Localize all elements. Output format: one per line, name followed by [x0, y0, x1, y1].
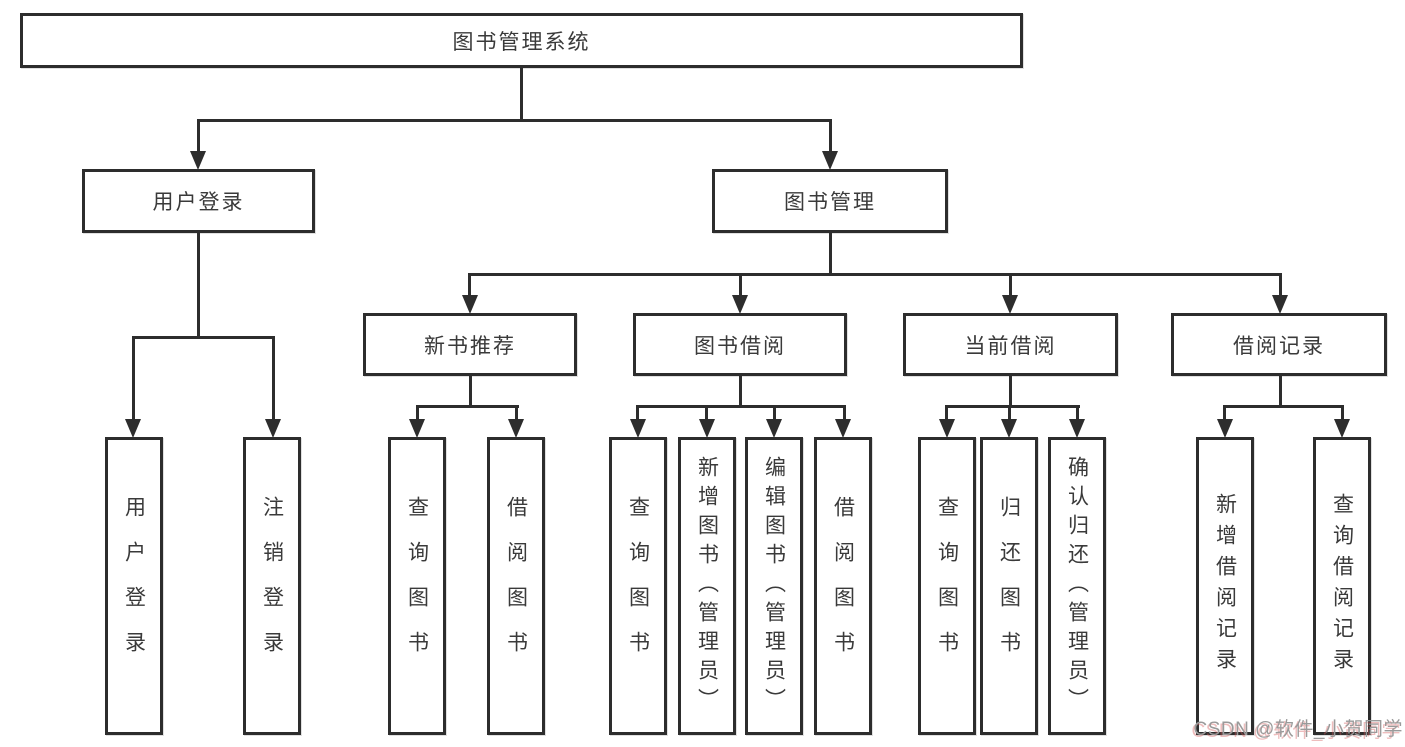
node-leaf-records-query-record: 查询借阅记录	[1313, 437, 1371, 735]
node-label: 图书借阅	[694, 334, 786, 358]
connector-line	[1223, 405, 1344, 408]
node-label: 注销登录	[260, 496, 284, 676]
connector-line	[636, 405, 846, 408]
node-library-management-system: 图书管理系统	[20, 13, 1023, 68]
arrow-down-icon	[1334, 419, 1350, 438]
node-new-book-recommend: 新书推荐	[363, 313, 577, 376]
arrow-down-icon	[766, 419, 782, 438]
node-leaf-borrowing-borrow-books: 借阅图书	[814, 437, 872, 735]
node-leaf-current-query-books: 查询图书	[918, 437, 976, 735]
node-label: 借阅记录	[1233, 334, 1325, 358]
arrow-down-icon	[1272, 295, 1288, 314]
node-leaf-recommend-query-books: 查询图书	[388, 437, 446, 735]
node-label: 当前借阅	[964, 334, 1057, 358]
connector-line	[739, 376, 742, 408]
node-label: 确认归还（管理员）	[1065, 455, 1089, 717]
node-label: 查询图书	[405, 496, 429, 676]
node-label: 查询图书	[626, 496, 650, 676]
node-user-login: 用户登录	[82, 169, 315, 233]
node-label: 用户登录	[122, 496, 146, 676]
arrow-down-icon	[1217, 419, 1233, 438]
node-label: 新增借阅记录	[1213, 493, 1237, 679]
connector-line	[272, 336, 275, 421]
node-leaf-user-login: 用户登录	[105, 437, 163, 735]
node-label: 新增图书（管理员）	[695, 455, 719, 717]
node-leaf-recommend-borrow-books: 借阅图书	[487, 437, 545, 735]
arrow-down-icon	[939, 419, 955, 438]
node-leaf-borrowing-edit-books-admin: 编辑图书（管理员）	[745, 437, 803, 735]
connector-line	[197, 119, 200, 153]
node-label: 借阅图书	[504, 496, 528, 676]
node-leaf-records-add-record: 新增借阅记录	[1196, 437, 1254, 735]
connector-line	[515, 405, 518, 421]
node-borrowing-records: 借阅记录	[1171, 313, 1387, 376]
connector-line	[773, 405, 776, 421]
node-label: 归还图书	[997, 496, 1021, 676]
arrow-down-icon	[699, 419, 715, 438]
connector-line	[1279, 376, 1282, 408]
connector-line	[469, 376, 472, 408]
node-label: 借阅图书	[831, 496, 855, 676]
arrow-down-icon	[265, 419, 281, 438]
node-label: 查询借阅记录	[1330, 493, 1354, 679]
connector-line	[1223, 405, 1226, 421]
node-leaf-logout: 注销登录	[243, 437, 301, 735]
arrow-down-icon	[1002, 295, 1018, 314]
node-leaf-current-confirm-return-admin: 确认归还（管理员）	[1048, 437, 1106, 735]
connector-line	[1009, 273, 1012, 297]
connector-line	[1341, 405, 1344, 421]
node-label: 编辑图书（管理员）	[762, 455, 786, 717]
connector-line	[1076, 405, 1079, 421]
node-book-management: 图书管理	[712, 169, 948, 233]
connector-line	[132, 336, 275, 339]
node-book-borrowing: 图书借阅	[633, 313, 847, 376]
arrow-down-icon	[125, 419, 141, 438]
connector-line	[416, 405, 419, 421]
arrow-down-icon	[409, 419, 425, 438]
arrow-down-icon	[508, 419, 524, 438]
arrow-down-icon	[462, 295, 478, 314]
connector-line	[468, 273, 471, 297]
connector-line	[197, 119, 832, 122]
connector-line	[945, 405, 1080, 408]
node-label: 图书管理	[784, 191, 876, 214]
node-leaf-borrowing-query-books: 查询图书	[609, 437, 667, 735]
arrow-down-icon	[835, 419, 851, 438]
node-leaf-current-return-books: 归还图书	[980, 437, 1038, 735]
connector-line	[520, 68, 523, 121]
connector-line	[705, 405, 708, 421]
node-label: 用户登录	[152, 191, 245, 214]
connector-line	[197, 233, 200, 338]
arrow-down-icon	[630, 419, 646, 438]
arrow-down-icon	[822, 151, 838, 170]
node-label: 新书推荐	[424, 334, 516, 358]
arrow-down-icon	[190, 151, 206, 170]
connector-line	[843, 405, 846, 421]
connector-line	[468, 273, 1282, 276]
node-label: 查询图书	[935, 496, 959, 676]
arrow-down-icon	[1069, 419, 1085, 438]
connector-line	[636, 405, 639, 421]
connector-line	[829, 119, 832, 153]
connector-line	[945, 405, 948, 421]
connector-line	[1008, 405, 1011, 421]
connector-line	[739, 273, 742, 297]
connector-line	[132, 336, 135, 421]
node-leaf-borrowing-add-books-admin: 新增图书（管理员）	[678, 437, 736, 735]
arrow-down-icon	[732, 295, 748, 314]
arrow-down-icon	[1001, 419, 1017, 438]
connector-line	[416, 405, 519, 408]
connector-line	[1279, 273, 1282, 297]
connector-line	[1009, 376, 1012, 408]
node-current-borrowing: 当前借阅	[903, 313, 1118, 376]
csdn-watermark: CSDN @软件_小贺同学	[1193, 719, 1403, 740]
node-label: 图书管理系统	[452, 30, 591, 54]
connector-line	[829, 233, 832, 275]
